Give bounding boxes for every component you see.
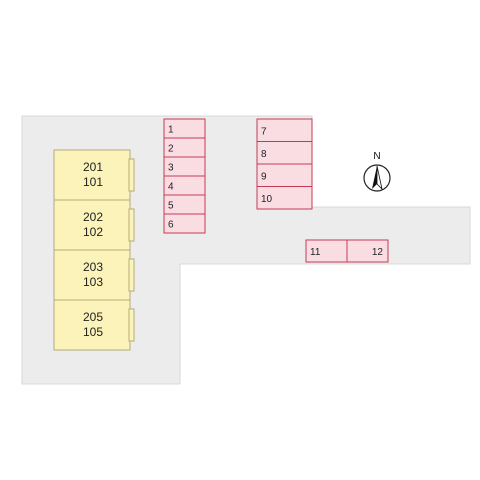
parking-space-number: 3 [168, 163, 174, 174]
parking-space: 10 [256, 186, 313, 210]
unit-number-upper: 202 [83, 210, 103, 224]
parking-space: 1 [163, 118, 206, 139]
north-label: N [373, 151, 380, 162]
parking-space: 8 [256, 141, 313, 165]
parking-space-number: 4 [168, 182, 174, 193]
parking-space-number: 10 [261, 194, 273, 205]
unit-number-lower: 103 [83, 275, 103, 289]
unit-number-lower: 105 [83, 325, 103, 339]
building-block [53, 299, 131, 351]
parking-space-number: 11 [310, 247, 321, 258]
parking-space: 4 [163, 175, 206, 196]
building-block [53, 149, 131, 201]
building-block [53, 199, 131, 251]
parking-space: 11 [305, 239, 348, 263]
parking-space: 9 [256, 163, 313, 187]
unit-number-upper: 203 [83, 260, 103, 274]
parking-space: 7 [256, 118, 313, 142]
building-balcony [128, 158, 135, 192]
parking-space-number: 5 [168, 201, 174, 212]
unit-number-lower: 101 [83, 175, 103, 189]
parking-space: 2 [163, 137, 206, 158]
parking-space-outline [346, 239, 389, 263]
parking-space-outline [163, 213, 206, 234]
building-balcony [128, 208, 135, 242]
parking-space-number: 7 [261, 126, 267, 137]
parking-space-number: 8 [261, 149, 267, 160]
north-arrow-icon: N [363, 151, 391, 192]
unit-number-upper: 201 [83, 160, 103, 174]
parking-space: 6 [163, 213, 206, 234]
building-block [53, 249, 131, 301]
unit-number-upper: 205 [83, 310, 103, 324]
parking-space-number: 1 [168, 125, 174, 136]
building-balcony [128, 258, 135, 292]
parking-space-number: 2 [168, 144, 174, 155]
parking-space: 12 [346, 239, 389, 263]
building-balcony [128, 308, 135, 342]
parking-space-outline [256, 186, 313, 210]
parking-space-number: 6 [168, 220, 174, 231]
parking-space-number: 9 [261, 171, 267, 182]
parking-space-number: 12 [372, 247, 384, 258]
parking-space: 5 [163, 194, 206, 215]
parking-space: 3 [163, 156, 206, 177]
unit-number-lower: 102 [83, 225, 103, 239]
